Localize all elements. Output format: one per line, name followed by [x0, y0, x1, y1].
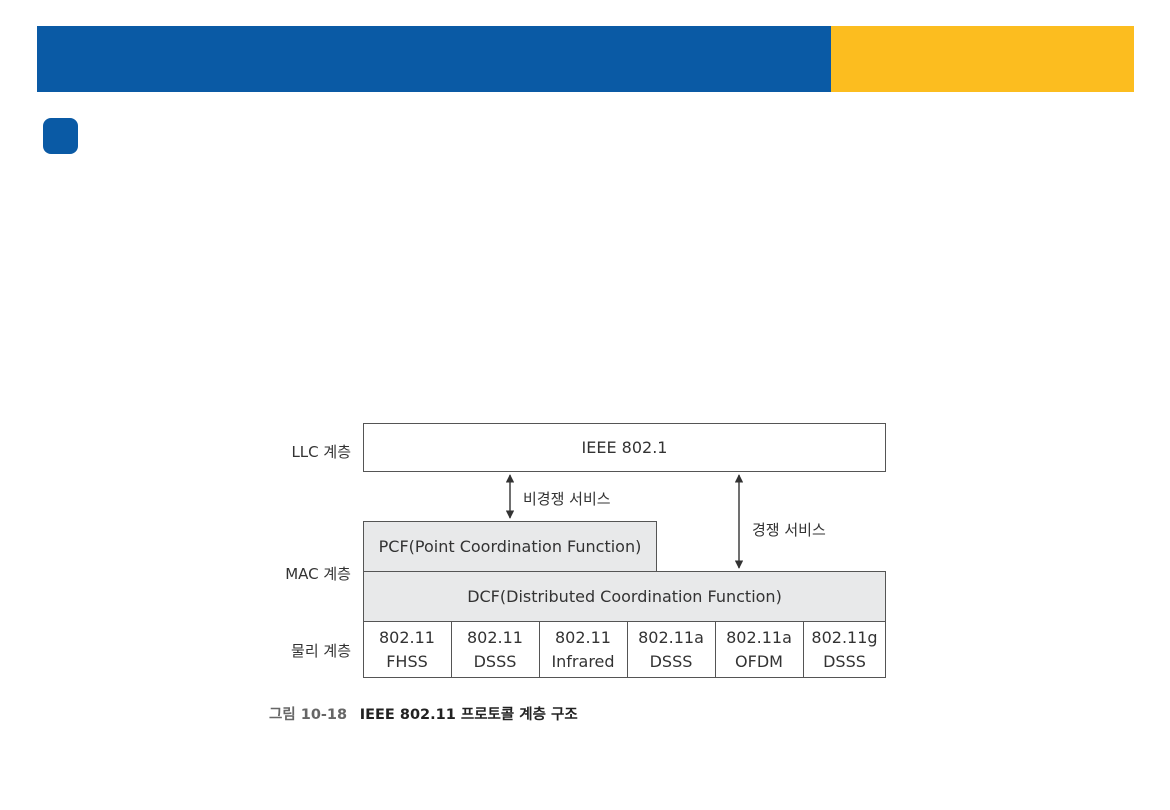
phy-cell-line1: 802.11g [811, 628, 878, 648]
mac-layer-label: MAC 계층 [285, 565, 351, 583]
phy-cell-line2: OFDM [735, 651, 783, 671]
section-bullet-icon [43, 118, 78, 154]
header-yellow-bar [831, 26, 1134, 92]
dcf-box: DCF(Distributed Coordination Function) [363, 571, 886, 622]
phy-cell-line2: Infrared [551, 651, 615, 671]
phy-cell-line2: DSSS [473, 651, 517, 671]
contention-service-label: 경쟁 서비스 [752, 521, 826, 539]
phy-cell-line1: 802.11 [379, 628, 435, 648]
phy-cell-line1: 802.11 [467, 628, 523, 648]
phy-divider [451, 621, 453, 678]
llc-box-label: IEEE 802.1 [581, 437, 668, 457]
contention-free-service-label: 비경쟁 서비스 [523, 490, 611, 508]
phy-cell-line1: 802.11a [726, 628, 792, 648]
figure-caption: 그림 10-18 IEEE 802.11 프로토콜 계층 구조 [269, 703, 578, 724]
phy-layer-label: 물리 계층 [291, 642, 351, 660]
phy-divider [715, 621, 717, 678]
phy-cell-fhss: 802.11 FHSS [363, 621, 451, 678]
phy-cell-11a-ofdm: 802.11a OFDM [715, 621, 803, 678]
phy-cell-line2: DSSS [823, 651, 866, 671]
dcf-box-label: DCF(Distributed Coordination Function) [467, 586, 782, 606]
phy-divider [803, 621, 805, 678]
phy-cell-infrared: 802.11 Infrared [539, 621, 627, 678]
phy-cell-line1: 802.11a [638, 628, 704, 648]
phy-cell-dsss: 802.11 DSSS [451, 621, 539, 678]
physical-layer-row [363, 621, 886, 678]
phy-cell-11a-dsss: 802.11a DSSS [627, 621, 715, 678]
pcf-box-label: PCF(Point Coordination Function) [378, 536, 642, 556]
figure-title: IEEE 802.11 프로토콜 계층 구조 [359, 707, 578, 723]
phy-cell-line2: FHSS [386, 651, 428, 671]
phy-cell-11g-dsss: 802.11g DSSS [803, 621, 886, 678]
llc-box: IEEE 802.1 [363, 423, 886, 472]
figure-number: 그림 10-18 [269, 707, 348, 723]
phy-cell-line2: DSSS [649, 651, 693, 671]
phy-divider [539, 621, 541, 678]
phy-divider [627, 621, 629, 678]
phy-cell-line1: 802.11 [555, 628, 611, 648]
header-blue-bar [37, 26, 831, 92]
llc-layer-label: LLC 계층 [291, 443, 351, 461]
pcf-box: PCF(Point Coordination Function) [363, 521, 657, 572]
